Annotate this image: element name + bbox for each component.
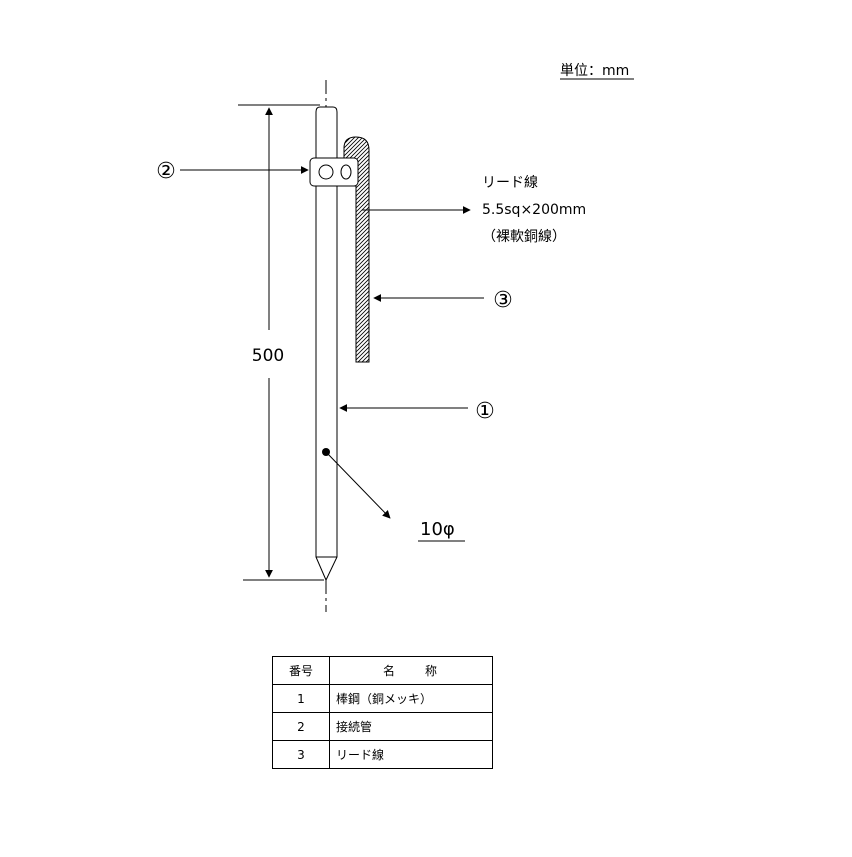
table-header-row: 番号 名 称	[272, 656, 493, 685]
sleeve-hole-wire	[340, 164, 352, 180]
callout-part-2: ②	[156, 159, 176, 184]
row-number: 1	[272, 684, 330, 713]
table-row: 3 リード線	[272, 740, 493, 769]
lead-wire-title: リード線	[482, 175, 538, 191]
table-row: 1 棒鋼（銅メッキ）	[272, 684, 493, 713]
lead-wire-spec: 5.5sq×200mm	[482, 202, 586, 218]
table-row: 2 接続管	[272, 712, 493, 741]
dimension-label: 500	[252, 346, 284, 366]
callout-part-1: ①	[475, 399, 495, 424]
row-name: 接続管	[329, 712, 493, 741]
ground-rod	[315, 106, 338, 582]
row-name: 棒鋼（銅メッキ）	[329, 684, 493, 713]
header-name: 名 称	[329, 656, 493, 685]
row-number: 2	[272, 712, 330, 741]
row-name: リード線	[329, 740, 493, 769]
diameter-label: 10φ	[420, 519, 455, 540]
header-number: 番号	[272, 656, 330, 685]
row-number: 3	[272, 740, 330, 769]
diameter-leader	[325, 451, 391, 519]
callout-part-3: ③	[493, 288, 513, 313]
parts-table: 番号 名 称 1 棒鋼（銅メッキ） 2 接続管 3 リード線	[272, 656, 493, 769]
sleeve-hole-rod	[318, 164, 334, 180]
unit-label: 単位：mm	[560, 63, 629, 79]
lead-wire-material: （裸軟銅線）	[482, 229, 566, 245]
lead-wire	[343, 136, 370, 363]
